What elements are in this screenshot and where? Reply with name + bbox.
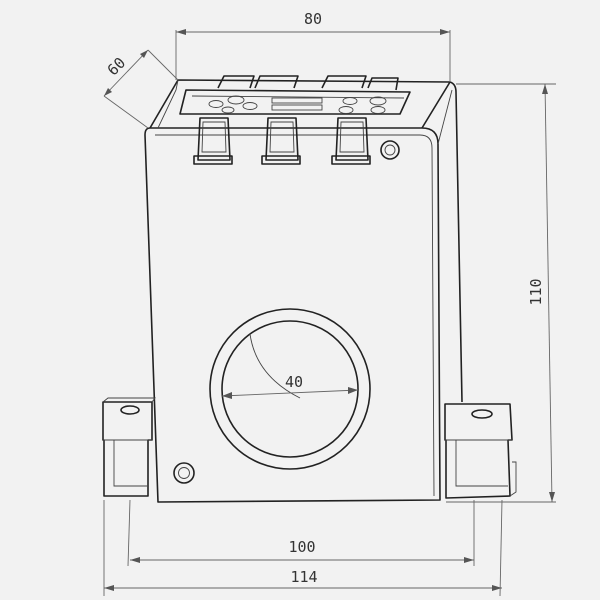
dimension-110-label: 110 — [527, 278, 545, 305]
right-side-face — [449, 81, 463, 403]
front-face-inner — [155, 134, 435, 497]
dimension-100: 100 — [127, 499, 475, 567]
top-tab-3 — [321, 75, 367, 89]
top-tab-2 — [254, 75, 299, 89]
screw-bottom-left — [173, 462, 195, 484]
nameplate-markings — [208, 95, 387, 114]
dimension-100-label: 100 — [288, 538, 315, 556]
dimension-60-label: 60 — [104, 54, 130, 80]
dimension-114-label: 114 — [290, 568, 317, 586]
top-tab-1 — [217, 75, 255, 89]
nameplate — [179, 89, 411, 115]
dimension-60: 60 — [103, 49, 179, 129]
terminal-2 — [261, 117, 301, 165]
dimension-114: 114 — [103, 499, 503, 597]
dimension-110: 110 — [446, 83, 556, 503]
terminal-3 — [331, 117, 371, 165]
screw-top-right — [380, 140, 400, 160]
mounting-foot-left — [102, 397, 156, 497]
aperture — [209, 308, 371, 470]
dimension-40: 40 — [221, 373, 359, 399]
top-face — [149, 79, 451, 129]
housing — [144, 75, 463, 503]
dimension-80: 80 — [175, 10, 451, 82]
terminal-1 — [193, 117, 233, 165]
top-tab-4 — [367, 77, 399, 91]
front-face — [144, 127, 441, 503]
mounting-foot-right — [444, 403, 517, 499]
dimension-80-label: 80 — [304, 10, 322, 28]
dimension-40-label: 40 — [285, 373, 303, 391]
